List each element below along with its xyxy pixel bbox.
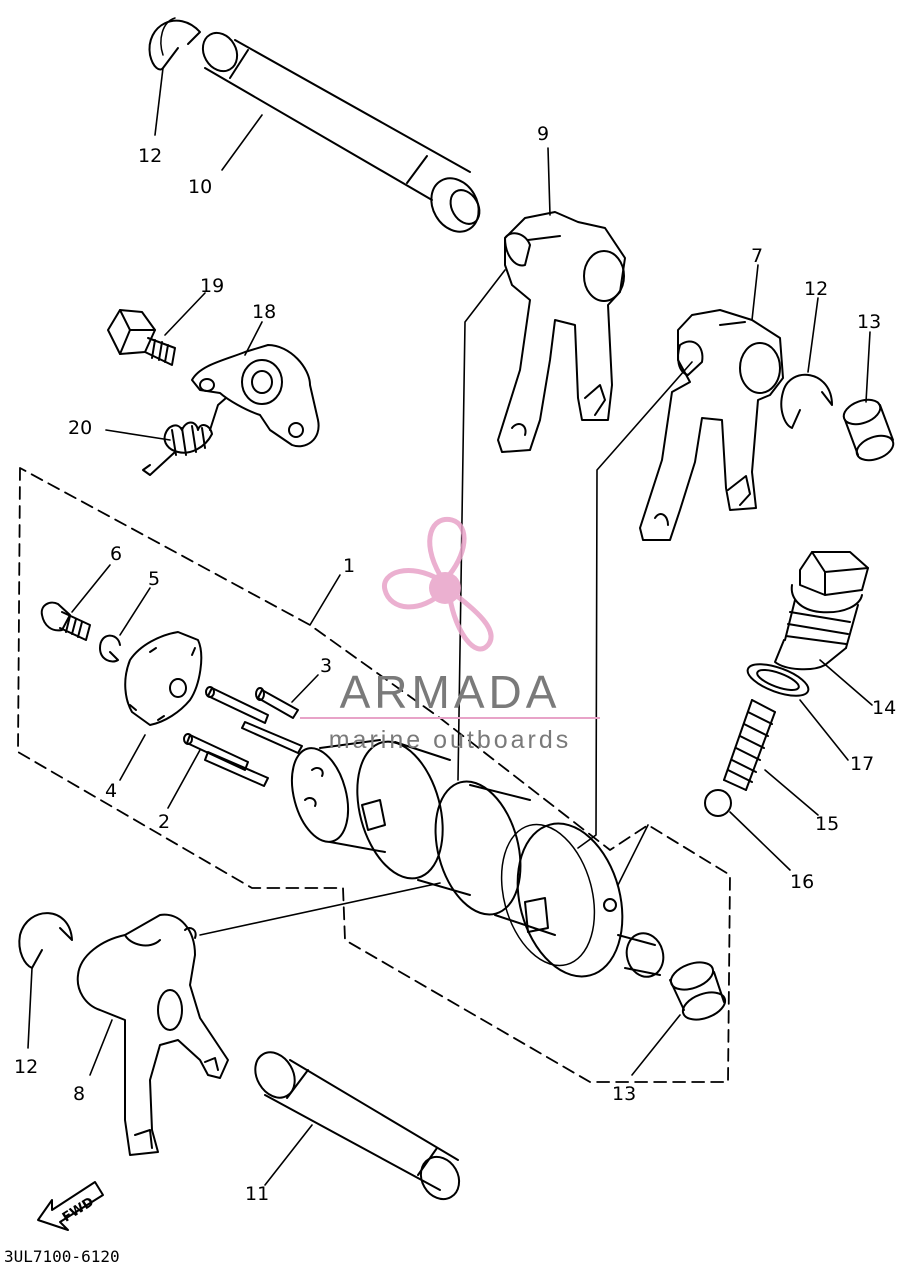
collar-13-bottom	[669, 961, 727, 1021]
leader-5	[119, 587, 151, 636]
ball-16	[704, 789, 732, 817]
label-part-15: 15	[815, 813, 839, 835]
label-part-13-top: 13	[857, 311, 881, 333]
leader-2	[167, 749, 201, 809]
leader-12-bottom	[27, 967, 33, 1049]
bolt-19	[107, 309, 176, 366]
assembly-boundary-dashed	[17, 467, 731, 1083]
leader-14	[819, 659, 873, 706]
leader-19	[164, 292, 206, 336]
leader-9	[547, 147, 551, 216]
leader-18	[244, 321, 263, 356]
armada-logo-icon	[382, 516, 494, 652]
leader-1	[309, 574, 341, 626]
leader-10	[221, 114, 263, 171]
shift-fork-7	[639, 309, 784, 541]
circlip-12-right	[780, 373, 833, 429]
watermark-tagline: marine outboards	[329, 726, 572, 754]
label-part-20: 20	[68, 417, 92, 439]
leader-drum-13	[617, 824, 649, 886]
label-part-9: 9	[537, 123, 549, 145]
leader-13-bottom	[631, 1014, 681, 1076]
circlip-5	[99, 634, 121, 663]
washer-17	[746, 663, 810, 697]
shift-drum	[290, 739, 665, 978]
shift-fork-9	[497, 211, 626, 453]
label-part-18: 18	[252, 301, 276, 323]
screw-6	[40, 601, 91, 641]
spring-20	[142, 397, 227, 476]
diagram-code: 3UL7100-6120	[4, 1247, 120, 1266]
leader-11	[264, 1124, 313, 1186]
leader-line-fork7	[577, 361, 693, 849]
fwd-arrow-icon	[37, 1181, 104, 1231]
label-part-12-right: 12	[804, 278, 828, 300]
label-part-1: 1	[343, 555, 355, 577]
segment-plate-4	[124, 631, 203, 726]
leader-7	[751, 264, 759, 321]
pin-3	[255, 687, 299, 719]
leader-8	[89, 1019, 113, 1076]
label-part-14: 14	[872, 697, 896, 719]
shaft-10	[201, 31, 481, 233]
label-part-16: 16	[790, 871, 814, 893]
shift-fork-8	[76, 913, 229, 1156]
label-part-8: 8	[73, 1083, 85, 1105]
leader-17	[799, 699, 849, 761]
label-part-12-bottom: 12	[14, 1056, 38, 1078]
leader-4	[119, 734, 146, 781]
label-part-19: 19	[200, 275, 224, 297]
watermark-brand: ARMADA	[340, 666, 561, 718]
part-labels: 1 2 3 4 5 6 7 8 9 10 11 12 12 12 13 13 1…	[14, 123, 896, 1205]
leader-6	[71, 564, 111, 613]
stopper-lever-18	[191, 344, 320, 448]
collar-13-top	[842, 398, 895, 462]
leader-line-fork8	[199, 882, 441, 936]
leader-13-top	[865, 331, 871, 403]
label-part-7: 7	[751, 245, 763, 267]
fwd-label: FWD	[60, 1195, 97, 1226]
label-part-6: 6	[110, 543, 122, 565]
circlip-12-top	[148, 17, 201, 71]
leader-20	[105, 429, 171, 441]
label-part-5: 5	[148, 568, 160, 590]
leader-12-right	[807, 297, 819, 373]
leader-3	[291, 674, 319, 703]
plug-14	[774, 551, 869, 671]
label-part-2: 2	[158, 811, 170, 833]
label-part-3: 3	[320, 655, 332, 677]
shaft-11	[254, 1051, 461, 1201]
label-part-4: 4	[105, 780, 117, 802]
leader-16	[729, 811, 791, 871]
dowel-pins-2	[183, 686, 303, 787]
circlip-12-bottom	[18, 912, 73, 969]
leader-12-top	[154, 67, 164, 136]
label-part-11: 11	[245, 1183, 269, 1205]
spring-15	[723, 699, 776, 791]
leader-15	[764, 769, 819, 816]
label-part-10: 10	[188, 176, 212, 198]
label-part-13-bottom: 13	[612, 1083, 636, 1105]
label-part-12-top: 12	[138, 145, 162, 167]
label-part-17: 17	[850, 753, 874, 775]
